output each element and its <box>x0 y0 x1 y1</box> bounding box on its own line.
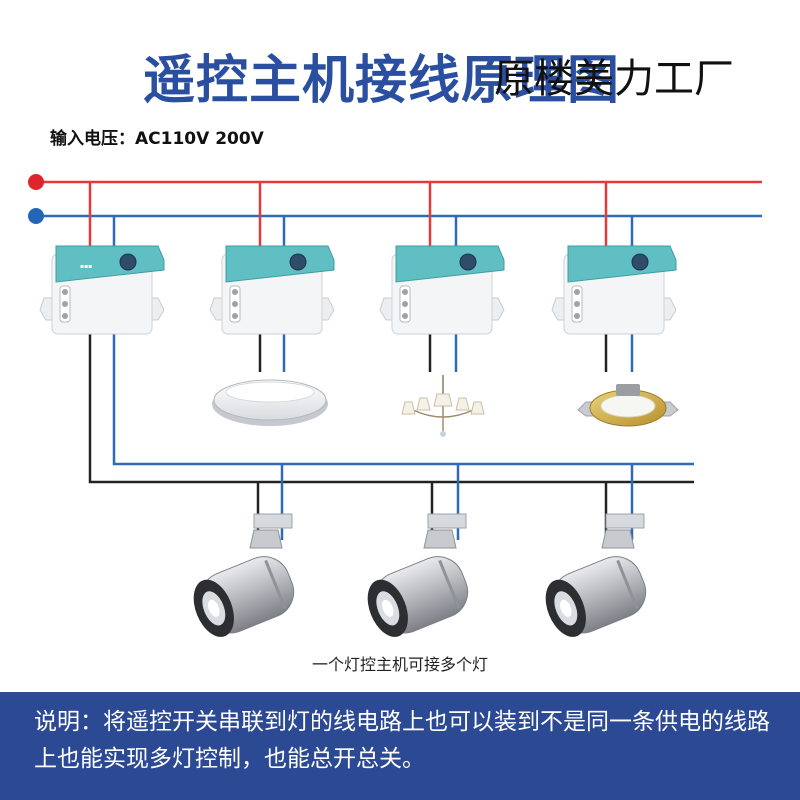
controller-3 <box>379 245 505 335</box>
caption-text: 一个灯控主机可接多个灯 <box>311 655 488 674</box>
chandelier-icon <box>401 375 485 437</box>
controller-4 <box>551 245 677 335</box>
controller-2 <box>209 245 335 335</box>
diagram-title: 遥控主机接线原理图 原楼美力工厂 <box>0 38 800 111</box>
input-voltage-label: 输入电压：AC110V 200V <box>50 129 264 149</box>
note-text: 说明：将遥控开关串联到灯的线电路上也可以装到不是同一条供电的线路上也能实现多灯控… <box>34 709 770 772</box>
spotlight-icon <box>367 513 469 637</box>
watermark-text: 原楼美力工厂 <box>494 56 734 102</box>
spotlight-bus-wires <box>88 330 694 540</box>
title-text: 遥控主机接线原理图 <box>143 51 621 111</box>
live-bus-line <box>28 174 762 190</box>
spotlight-icon <box>545 513 647 637</box>
spotlight-icon <box>193 513 295 637</box>
ceiling-light-icon <box>212 379 328 426</box>
wiring-diagram: ▪▪▪ <box>28 174 762 637</box>
controller-1: ▪▪▪ <box>39 245 165 335</box>
lamp-wires <box>258 330 634 372</box>
note-band: 说明：将遥控开关串联到灯的线电路上也可以装到不是同一条供电的线路上也能实现多灯控… <box>0 692 800 800</box>
svg-text:▪▪▪: ▪▪▪ <box>80 263 92 270</box>
downlight-icon <box>577 384 679 427</box>
neutral-bus-line <box>28 208 762 224</box>
